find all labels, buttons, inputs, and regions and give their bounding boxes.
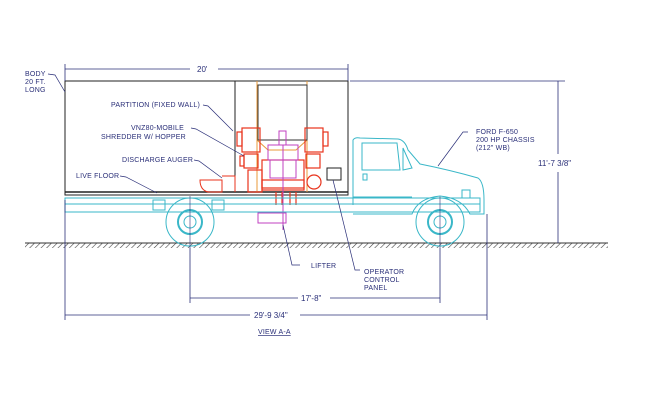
label-operator: OPERATOR (364, 269, 404, 276)
rear-wheel (165, 196, 215, 248)
dim-wheelbase: 17'-8" (301, 294, 322, 303)
label-discharge-auger: DISCHARGE AUGER (122, 157, 193, 164)
leader-lines (47, 73, 468, 271)
shredder-rotor (257, 130, 299, 230)
dim-height: 11'-7 3/8" (538, 159, 571, 168)
label-chassis-hp: 200 HP CHASSIS (476, 137, 535, 144)
dim-body-length: 20' (197, 65, 208, 74)
label-chassis-wb: (212" WB) (476, 145, 510, 152)
hopper (256, 81, 308, 192)
dimension-lines (64, 64, 565, 320)
label-control: CONTROL (364, 277, 400, 284)
label-lifter: LIFTER (311, 263, 336, 270)
label-body-long: LONG (25, 87, 46, 94)
label-chassis-model: FORD F-650 (476, 129, 518, 136)
ground-hatch (25, 243, 608, 248)
dim-overall-length: 29'-9 3/4" (254, 311, 288, 320)
label-partition: PARTITION (FIXED WALL) (111, 102, 200, 109)
label-body-length: 20 FT. (25, 79, 46, 86)
view-title: VIEW A-A (258, 329, 291, 336)
label-panel: PANEL (364, 285, 387, 292)
operator-control-panel-box (326, 167, 342, 181)
label-shredder-desc: SHREDDER W/ HOPPER (101, 134, 186, 141)
discharge-auger (199, 175, 236, 193)
label-live-floor: LIVE FLOOR (76, 173, 119, 180)
hopper-frame (257, 84, 308, 141)
label-body: BODY (25, 71, 46, 78)
label-shredder-model: VNZ80-MOBILE (131, 125, 184, 132)
front-wheel (415, 196, 465, 248)
lifter-box (257, 212, 287, 224)
truck-cab (352, 137, 485, 215)
